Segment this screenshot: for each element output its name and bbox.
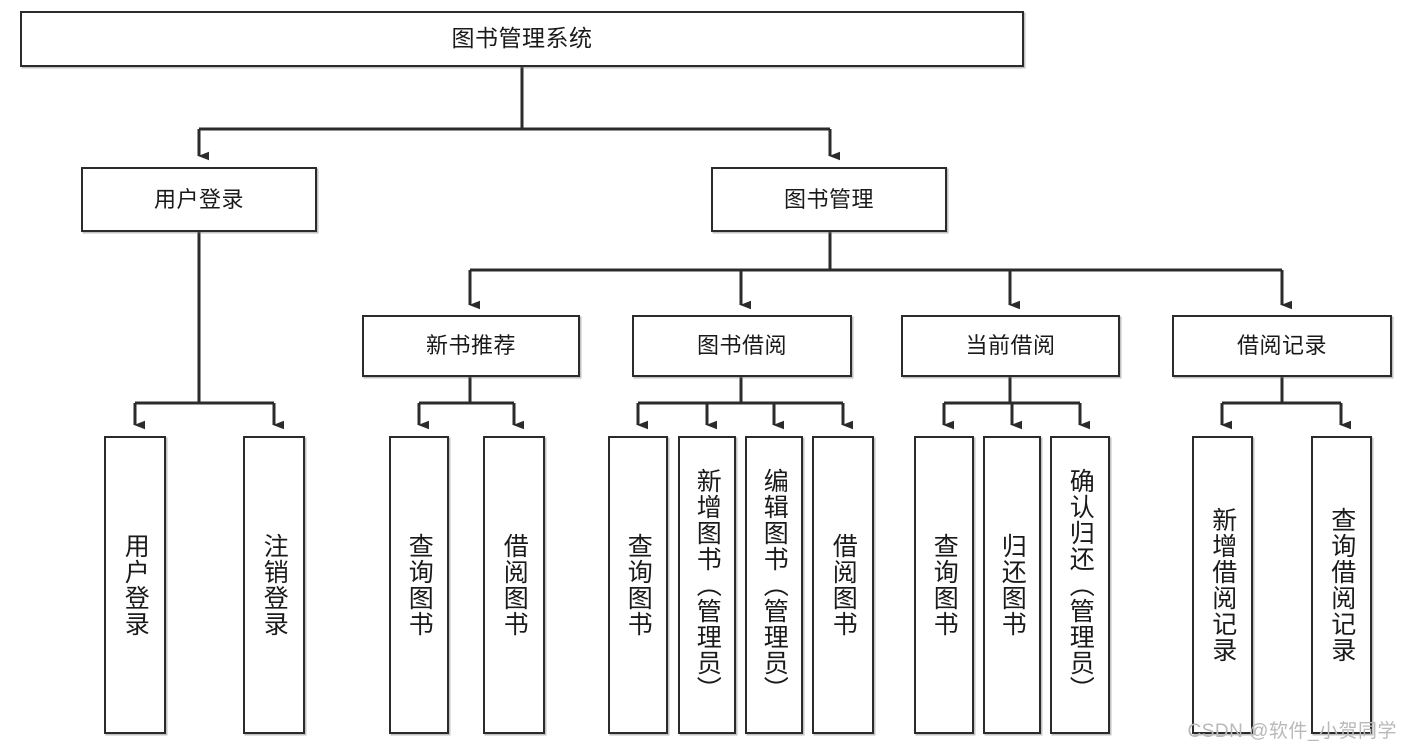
node-user-login[interactable]: 用户登录 [81, 167, 317, 232]
node-label: 用户登录 [153, 186, 244, 212]
node-label: 查询图书 [930, 533, 959, 637]
leaf-new-book-query-book[interactable]: 查询图书 [389, 436, 449, 734]
leaf-book-borrow-add-book-admin[interactable]: 新增图书（管理员） [678, 436, 736, 734]
node-label: 注销登录 [260, 533, 289, 637]
node-label: 查询图书 [624, 533, 653, 637]
leaf-user-login-login[interactable]: 用户登录 [104, 436, 166, 734]
node-label: 当前借阅 [965, 333, 1056, 359]
node-label: 确认归还（管理员） [1066, 468, 1095, 702]
node-label: 查询图书 [405, 533, 434, 637]
node-label: 借阅图书 [829, 533, 858, 637]
node-root-book-management-system[interactable]: 图书管理系统 [20, 11, 1024, 67]
node-current-borrow[interactable]: 当前借阅 [901, 315, 1120, 377]
leaf-current-borrow-return-book[interactable]: 归还图书 [983, 436, 1041, 734]
node-label: 借阅图书 [500, 533, 529, 637]
node-new-book-recommend[interactable]: 新书推荐 [362, 315, 580, 377]
node-borrow-record[interactable]: 借阅记录 [1172, 315, 1392, 377]
node-label: 新增图书（管理员） [693, 468, 722, 702]
leaf-borrow-record-query-record[interactable]: 查询借阅记录 [1311, 436, 1372, 734]
watermark: CSDN @软件_小贺同学 [1187, 721, 1397, 742]
node-book-management[interactable]: 图书管理 [711, 167, 947, 232]
leaf-current-borrow-query-book[interactable]: 查询图书 [914, 436, 974, 734]
leaf-user-login-logout[interactable]: 注销登录 [243, 436, 305, 734]
leaf-borrow-record-add-record[interactable]: 新增借阅记录 [1192, 436, 1253, 734]
leaf-new-book-borrow-book[interactable]: 借阅图书 [483, 436, 545, 734]
node-label: 查询借阅记录 [1327, 507, 1356, 663]
node-label: 图书管理 [783, 186, 874, 212]
leaf-book-borrow-query-book[interactable]: 查询图书 [608, 436, 668, 734]
node-label: 编辑图书（管理员） [760, 468, 789, 702]
leaf-book-borrow-borrow-book[interactable]: 借阅图书 [812, 436, 874, 734]
node-label: 图书管理系统 [451, 25, 593, 52]
node-label: 新书推荐 [425, 333, 516, 359]
node-label: 图书借阅 [696, 333, 787, 359]
node-label: 借阅记录 [1236, 333, 1327, 359]
node-book-borrow[interactable]: 图书借阅 [632, 315, 852, 377]
node-label: 归还图书 [998, 533, 1027, 637]
leaf-book-borrow-edit-book-admin[interactable]: 编辑图书（管理员） [745, 436, 803, 734]
node-label: 新增借阅记录 [1208, 507, 1237, 663]
leaf-current-borrow-confirm-return-admin[interactable]: 确认归还（管理员） [1050, 436, 1110, 734]
node-label: 用户登录 [121, 533, 150, 637]
